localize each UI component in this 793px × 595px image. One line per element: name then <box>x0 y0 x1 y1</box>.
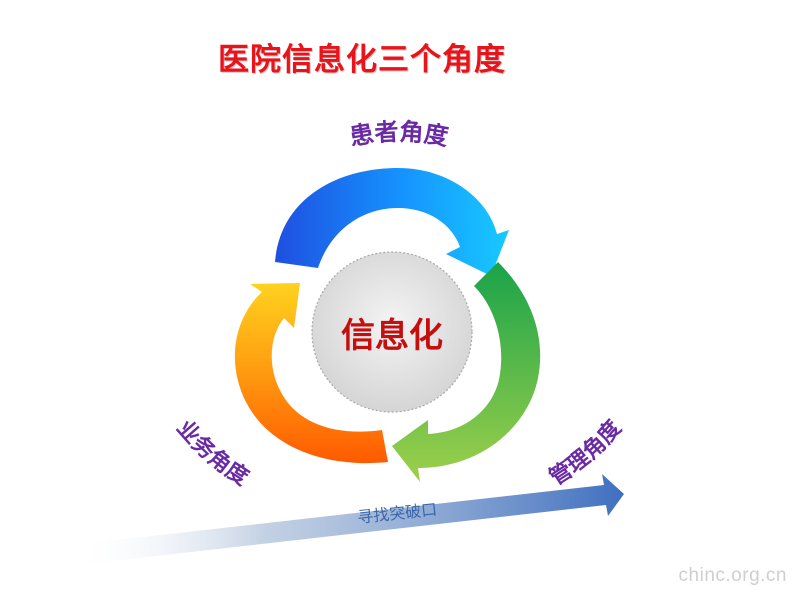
label-patient: 患者角度 <box>348 118 452 152</box>
page-title: 医院信息化三个角度 <box>218 42 506 78</box>
label-management: 管理角度 <box>545 415 627 491</box>
arc-blue <box>275 168 509 276</box>
center-label: 信息化 <box>341 316 443 356</box>
cycle-arrows <box>234 168 541 482</box>
bottom-arrow <box>72 474 624 565</box>
arc-green <box>392 262 541 482</box>
label-business: 业务角度 <box>171 416 254 491</box>
arc-orange <box>234 283 388 464</box>
watermark: chinc.org.cn <box>678 565 787 586</box>
center-circle <box>311 251 473 413</box>
